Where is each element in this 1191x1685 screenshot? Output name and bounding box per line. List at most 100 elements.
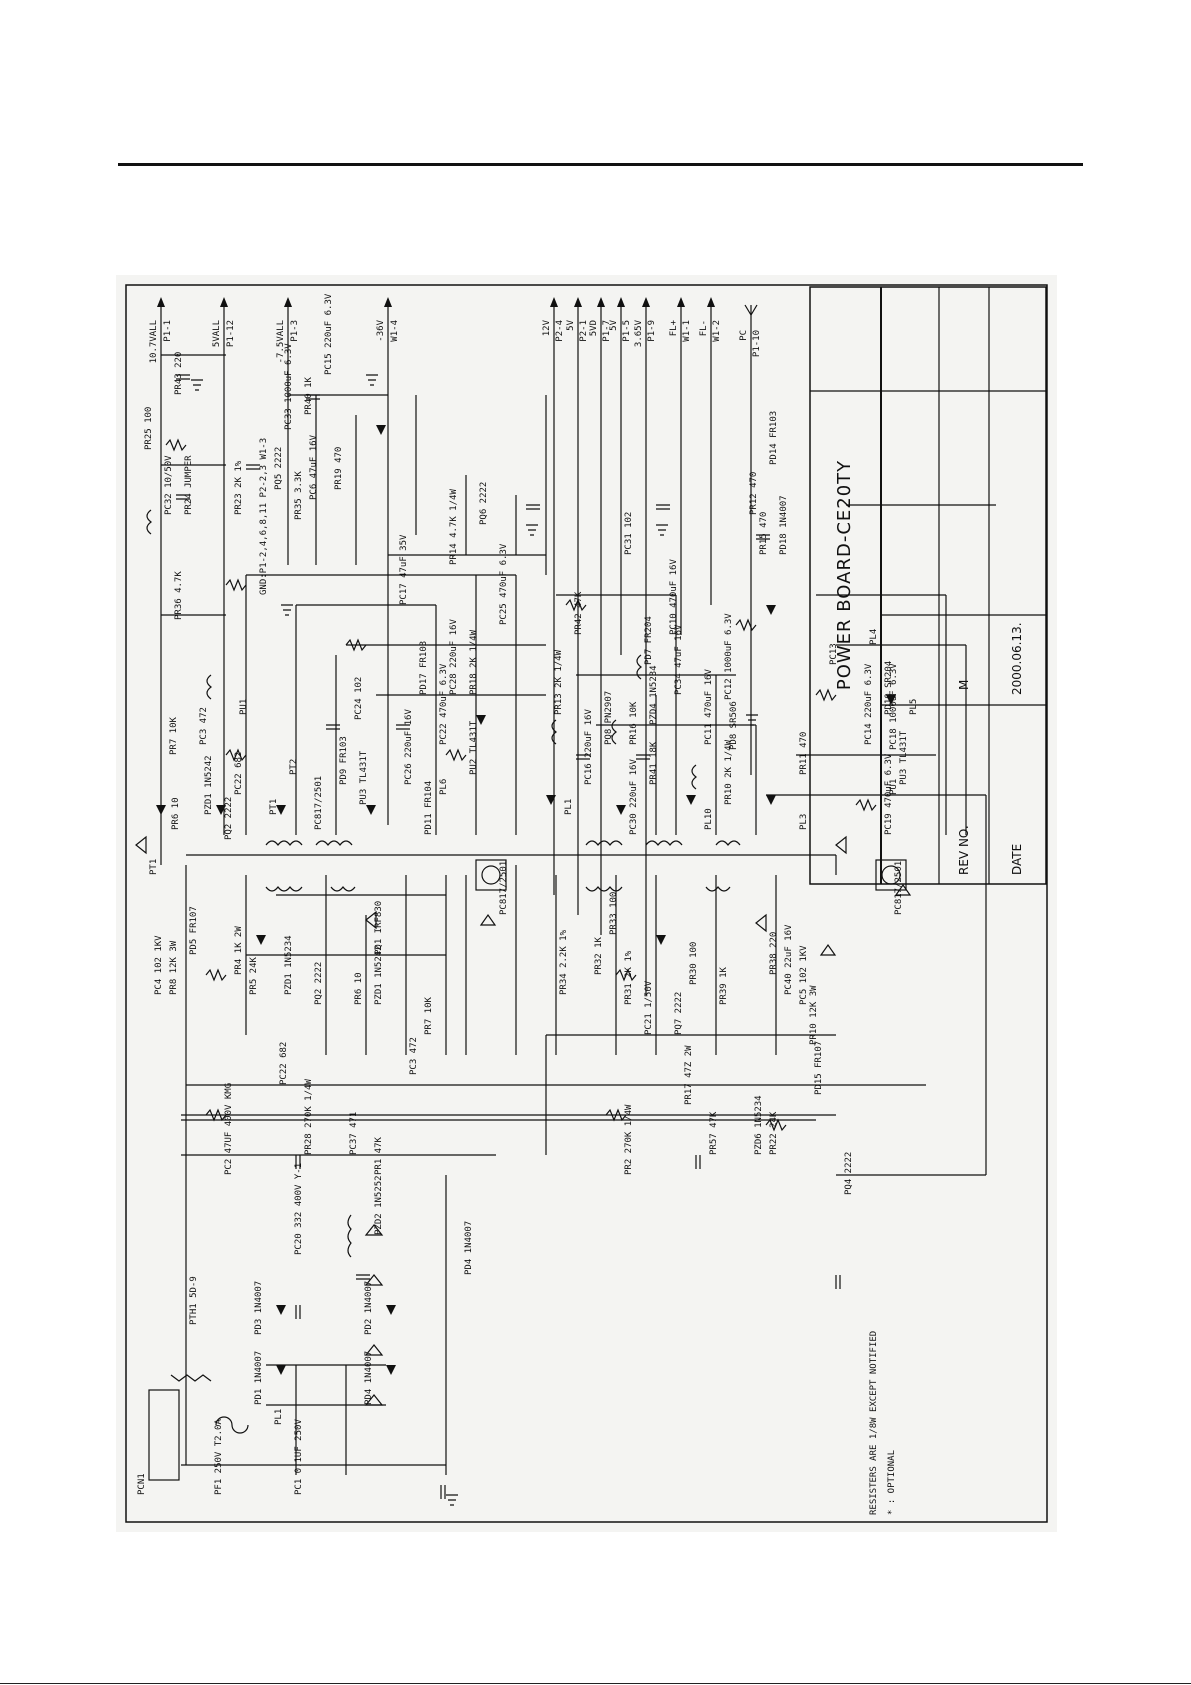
net-5v-p1: 5V	[609, 319, 619, 330]
label-c26: PQ4 2222	[844, 1152, 854, 1195]
label-pr14: PD9 FR103	[339, 736, 349, 785]
input-section	[148, 1364, 386, 1481]
label-pc28: PT1	[269, 799, 279, 815]
label-pl5: PC11 470uF 16V	[704, 669, 714, 745]
resistors	[165, 438, 877, 1132]
label-pc4: PC4 102 1KV	[154, 935, 164, 995]
label-pzd4: PC6 47uF 16V	[309, 434, 319, 500]
label-pr8: PR8 12K 3W	[169, 940, 179, 995]
label-pc17: PU3 TL431T	[359, 750, 369, 805]
label-pc11: PQ8 PN2907	[604, 691, 614, 745]
header-rule	[118, 163, 1083, 166]
label-pc7: PR17 47Z 2W	[684, 1045, 694, 1105]
label-pc25: PU1	[239, 699, 249, 715]
capacitors	[176, 374, 841, 1499]
pin-p1-9: P1-9	[647, 320, 657, 342]
label-pq4: PR39 1K	[719, 966, 729, 1005]
label-pd14: PL3	[799, 814, 809, 830]
label-pr41: PQ5 2222	[274, 447, 284, 490]
label-pq3: PR38 220	[769, 932, 779, 975]
label-pr2: PC2 47UF 400V KMG	[224, 1083, 234, 1175]
footer-rule	[0, 1683, 1191, 1684]
label-pd10: PL10	[704, 808, 714, 830]
label-pt1: PT1	[149, 859, 159, 875]
pin-p2-4: P2-4	[555, 320, 565, 342]
label-pr36: PC25 470uF 6.3V	[499, 543, 509, 625]
label-pcn1: PCN1	[137, 1473, 147, 1495]
label-pr19: PR23 2K 1%	[234, 460, 244, 515]
label-pd7: PL1	[564, 799, 574, 815]
label-pc2: PC20 332 400V Y-1	[294, 1163, 304, 1255]
title-block: POWER BOARD-CE20TY REV NO. M DATE 2000.0…	[809, 286, 1047, 885]
label-pc10: PC16 220uF 16V	[584, 709, 594, 785]
rev-label: REV NO.	[957, 825, 971, 875]
label-pr17: PR31 2K 1%	[624, 950, 634, 1005]
label-pth1: PTH1 5D-9	[189, 1276, 199, 1325]
label-pd17: PC817/2501	[314, 776, 324, 830]
label-pc13: PC34 47uF 16V	[674, 624, 684, 695]
note-optional: * : OPTIONAL	[887, 1450, 897, 1515]
label-pr9: PZD6 1N5234	[754, 1095, 764, 1155]
net-fl-plus: FL+	[669, 319, 679, 336]
net-pc: PC	[739, 330, 749, 341]
label-pc817-a: PC817/2501	[499, 861, 509, 915]
net-3-65v: 3.65V	[634, 319, 644, 347]
label-pd11: PQ2 2222	[224, 797, 234, 840]
label-pq8: PC33 1000uF 6.3V	[284, 343, 294, 430]
label-pd4: PD4 1N4007	[364, 1351, 374, 1405]
label-pc23: PD15 FR107	[814, 1041, 824, 1095]
label-pr35: PC32 10/50V	[164, 455, 174, 515]
label-pzd2: PR1 47K	[374, 1136, 384, 1175]
label-pd9: PR6 10	[171, 797, 181, 830]
label-pc34: PR19 470	[334, 447, 344, 490]
label-pd5: PD5 FR107	[189, 906, 199, 955]
label-pr43: PC17 47uF 35V	[399, 534, 409, 605]
label-pu1: PU1	[889, 779, 899, 795]
rev-value: M	[957, 680, 971, 690]
label-pq2: PQ2 2222	[314, 962, 324, 1005]
sheet-border	[125, 284, 1048, 1523]
pin-w1-1: W1-1	[682, 320, 692, 342]
label-pc33: PR14 4.7K 1/4W	[449, 489, 459, 565]
label-pr32: PC14 220uF 6.3V	[864, 663, 874, 745]
label-pc40: PD18 1N4007	[779, 495, 789, 555]
label-pc6: PR24 JUMPER	[184, 455, 194, 515]
label-pr25: PL6	[439, 779, 449, 795]
label-pr38: PR15 470	[759, 512, 769, 555]
schematic-diagram: POWER BOARD-CE20TY REV NO. M DATE 2000.0…	[125, 284, 1048, 1523]
label-pr57: PC21 1/50V	[644, 980, 654, 1035]
label-pc20: PD4 1N4007	[464, 1221, 474, 1275]
label-gnd-pins: GND:P1-2,4,6,8,11 P2-2,3 W1-3	[259, 438, 269, 595]
net-5v-p2: 5V	[566, 319, 576, 330]
label-pd2: PD2 1N4007	[364, 1281, 374, 1335]
label-pu3: PU3 TL431T	[899, 730, 909, 785]
label-pr15: PR11 470	[799, 732, 809, 775]
label-pr31: PL5	[909, 699, 919, 715]
label-pc21: PC18 1000uF 6.3V	[889, 663, 899, 750]
label-pr10-12k: PR32 1K	[594, 936, 604, 975]
label-pzd6: PR30 100	[689, 942, 699, 985]
label-pl3: PR16 10K	[629, 701, 639, 745]
label-pd8: PC30 220uF 16V	[629, 759, 639, 835]
pin-p1-7: P1-7	[602, 320, 612, 342]
label-pc30: PC15 220uF 6.3V	[324, 293, 334, 375]
label-pc5: PR34 2.2K 1%	[559, 929, 569, 995]
label-pr28-91: PC26 220uF 16V	[404, 709, 414, 785]
net-10-7vall: 10.7VALL	[149, 320, 159, 363]
output-rails: 10.7VALL P1-1 5VALL P1-12 -7.5VALL P1-3 …	[149, 297, 762, 995]
label-pr22: PQ7 2222	[674, 992, 684, 1035]
pin-p1-5: P1-5	[622, 320, 632, 342]
pin-p1-10: P1-10	[752, 330, 762, 357]
label-pr1: PC37 471	[349, 1112, 359, 1155]
pin-p1-1: P1-1	[163, 320, 173, 342]
label-pr4: PR4 1K 2W	[234, 926, 244, 975]
label-pr37: PD17 FR103	[419, 641, 429, 695]
net-5vall: 5VALL	[212, 320, 222, 347]
label-pd15: PR33 100	[609, 892, 619, 935]
label-pr40: PQ6 2222	[479, 482, 489, 525]
label-pl10: PR13 2K 1/4W	[554, 649, 564, 715]
label-pc29: PZD2 1N5252	[374, 1175, 384, 1235]
label-pc3: PC3 472	[409, 1037, 419, 1075]
label-pc22-682: PC22 682	[279, 1042, 289, 1085]
label-pq7: PR12 470	[749, 472, 759, 515]
